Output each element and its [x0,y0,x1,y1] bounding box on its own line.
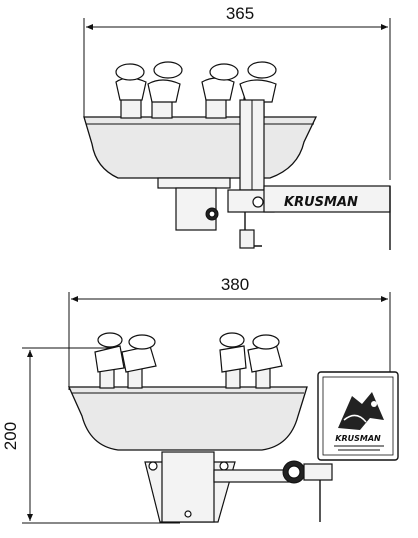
top-head-3 [201,63,239,119]
front-view: 380 200 [1,275,399,524]
top-width-dimension: 365 [83,4,391,180]
front-heads [94,332,283,389]
sign-brand: KRUSMAN [335,434,381,443]
front-head-3 [219,332,247,389]
front-supply-pipe [213,469,291,483]
top-brand: KRUSMAN [284,195,358,210]
eyewash-safety-sign-icon: KRUSMAN [317,371,399,461]
front-bowl [67,386,308,451]
front-head-4 [247,334,283,389]
top-wall-bracket [263,185,391,213]
front-head-1 [94,332,125,389]
eyewash-head-icon [115,61,277,119]
top-head-1 [115,63,147,119]
top-view: 365 [83,4,391,250]
front-head-2 [121,334,157,389]
front-width-label: 380 [221,275,249,294]
top-head-2 [147,61,183,119]
top-drain-flange [157,177,231,189]
top-width-label: 365 [226,4,254,23]
front-height-dimension: 200 [1,347,180,524]
front-width-dimension: 380 [68,275,391,390]
front-height-label: 200 [1,422,20,450]
front-drain [161,451,215,523]
top-bowl [83,116,318,179]
